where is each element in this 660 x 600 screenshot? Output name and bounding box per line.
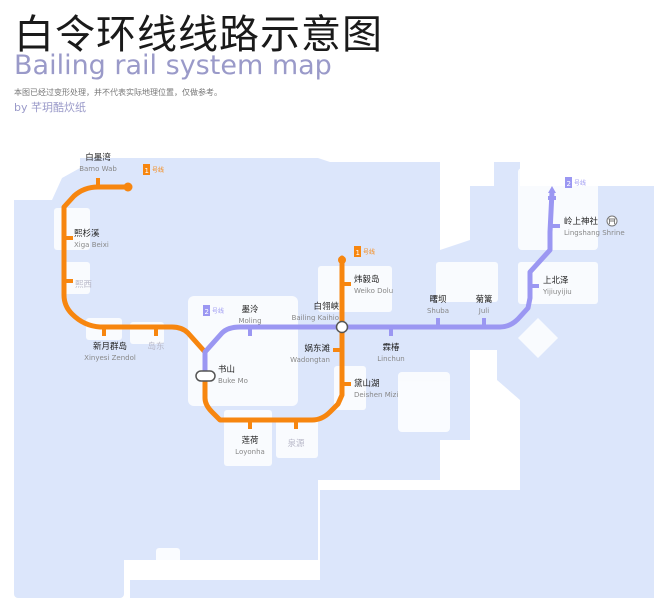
station-name-en: Weiko Dolu [354, 287, 393, 295]
station-name-zh: 熙杉溪 [74, 228, 100, 239]
station-juli[interactable]: 菊篱 Juli [475, 294, 492, 315]
station-name-zh: 泉源 [287, 438, 305, 449]
station-name-en: Linchun [377, 355, 404, 363]
line-1-badge-number-east: 1 [356, 249, 360, 257]
station-lingshang-shrine[interactable]: 岭上神社 Lingshang Shrine [564, 216, 625, 237]
station-deishen-mizi[interactable]: 黛山湖 Deishen Mizi [354, 378, 398, 399]
station-name-zh: 熙西 [75, 280, 92, 290]
interchange-bailing-kaihio[interactable] [335, 320, 349, 334]
station-name-zh: 莲荷 [241, 435, 259, 446]
line-2-badge-number-north: 2 [567, 180, 571, 188]
line-2-badge-label-north: 号线 [574, 179, 586, 187]
line-2-badge-west: 2 号线 [203, 305, 224, 316]
station-name-en: Bamo Wab [79, 165, 117, 173]
land-south [130, 490, 654, 598]
station-quanyuan[interactable]: 泉源 [287, 438, 305, 449]
station-name-en: Loyonha [235, 448, 265, 456]
station-wadongtan[interactable]: 娲东滩 Wadongtan [290, 343, 330, 364]
station-name-zh: 岭上神社 [564, 216, 599, 227]
island-weiko [318, 266, 392, 312]
lake-east [398, 372, 450, 432]
station-name-en: Buke Mo [218, 377, 248, 385]
map-disclaimer-note: 本图已经过变形处理，并不代表实际地理位置，仅做参考。 [14, 88, 222, 97]
line-1-badge-north: 1 号线 [143, 164, 164, 175]
station-dao-dong[interactable]: 岛东 [147, 341, 164, 352]
island-loyonha [224, 410, 272, 466]
land-southwest [14, 488, 124, 598]
line-2-badge-number: 2 [205, 308, 209, 316]
station-name-en: Deishen Mizi [354, 391, 398, 399]
station-name-en: Juli [478, 307, 489, 315]
line-2-route [202, 189, 555, 379]
station-name-zh: 娲东滩 [304, 343, 330, 354]
island-moling [188, 296, 298, 406]
station-loyonha[interactable]: 莲荷 Loyonha [235, 435, 265, 456]
line-2-badge-label: 号线 [212, 307, 224, 315]
station-name-zh: 岛东 [147, 341, 164, 352]
line-1-badge-east: 1 号线 [354, 246, 375, 257]
station-name-en: Xinyesi Zendol [84, 354, 136, 362]
line-2-station-ticks [248, 224, 560, 336]
island-lingshang [518, 168, 598, 250]
station-name-en: Lingshang Shrine [564, 229, 625, 237]
station-bailing-kaihio[interactable]: 白翎峡 Bailing Kaihio [292, 301, 340, 322]
map-title-en: Bailing rail system map [14, 50, 332, 81]
line-1-badge-label: 号线 [152, 166, 164, 174]
station-name-zh: 霖椿 [382, 342, 400, 353]
terminus-line-1-north[interactable] [338, 256, 346, 264]
station-xixi[interactable]: 熙西 [75, 280, 92, 290]
island-small [156, 548, 180, 572]
interchange-buke-mo[interactable] [195, 370, 216, 382]
station-bamo-wab[interactable]: 白墨湾 Bamo Wab [79, 152, 117, 173]
island-shuba [436, 262, 498, 302]
map-title-zh: 白令环线线路示意图 [14, 12, 383, 58]
station-name-zh: 菊篱 [475, 294, 492, 305]
station-moling[interactable]: 墨泠 Moling [238, 304, 261, 325]
station-xinyesi-zendol[interactable]: 新月群岛 Xinyesi Zendol [84, 341, 136, 362]
station-name-zh: 书山 [218, 364, 235, 375]
terminus-bamo-wab[interactable] [123, 182, 133, 192]
station-name-en: Yijiuyijiu [542, 288, 572, 296]
station-name-zh: 白翎峡 [313, 301, 339, 312]
station-xiga-beixi[interactable]: 熙杉溪 Xiga Beixi [74, 228, 109, 249]
station-name-zh: 上北泽 [543, 276, 569, 286]
line-1-station-ticks [64, 178, 351, 429]
station-name-en: Shuba [427, 307, 449, 315]
island-diamond [518, 318, 558, 358]
line-1-badge-label-east: 号线 [363, 248, 375, 256]
station-shuba[interactable]: 曙坝 Shuba [427, 295, 449, 315]
station-name-zh: 新月群岛 [93, 341, 127, 352]
water-north [100, 112, 640, 156]
station-name-zh: 炜毅岛 [354, 274, 380, 285]
station-weiko-dolu[interactable]: 炜毅岛 Weiko Dolu [354, 274, 393, 295]
station-labels: 白墨湾 Bamo Wab 熙杉溪 Xiga Beixi 熙西 新月群岛 Xiny… [74, 152, 625, 456]
terminus-line-2-north[interactable] [548, 186, 556, 200]
line-1-badge-number: 1 [145, 167, 149, 175]
station-linchun[interactable]: 霖椿 Linchun [377, 342, 404, 363]
line-1-route [61, 184, 345, 423]
station-name-en: Xiga Beixi [74, 241, 109, 249]
station-name-zh: 墨泠 [241, 304, 259, 315]
island-quanyuan [276, 418, 318, 458]
station-name-zh: 曙坝 [429, 295, 447, 305]
station-yijiuyijiu[interactable]: 上北泽 Yijiuyijiu [542, 276, 572, 296]
island-shangbeize [518, 262, 598, 304]
station-name-zh: 白墨湾 [85, 152, 111, 163]
station-buke-mo[interactable]: 书山 Buke Mo [218, 364, 248, 385]
station-name-en: Bailing Kaihio [292, 314, 339, 322]
island-xixi [62, 262, 90, 294]
shrine-icon [606, 215, 618, 227]
station-name-en: Wadongtan [290, 356, 330, 364]
line-2-badge-north: 2 号线 [565, 177, 586, 188]
station-name-en: Moling [238, 317, 261, 325]
map-author: by 芊玥酷炊纸 [14, 101, 86, 114]
station-name-zh: 黛山湖 [354, 378, 380, 389]
